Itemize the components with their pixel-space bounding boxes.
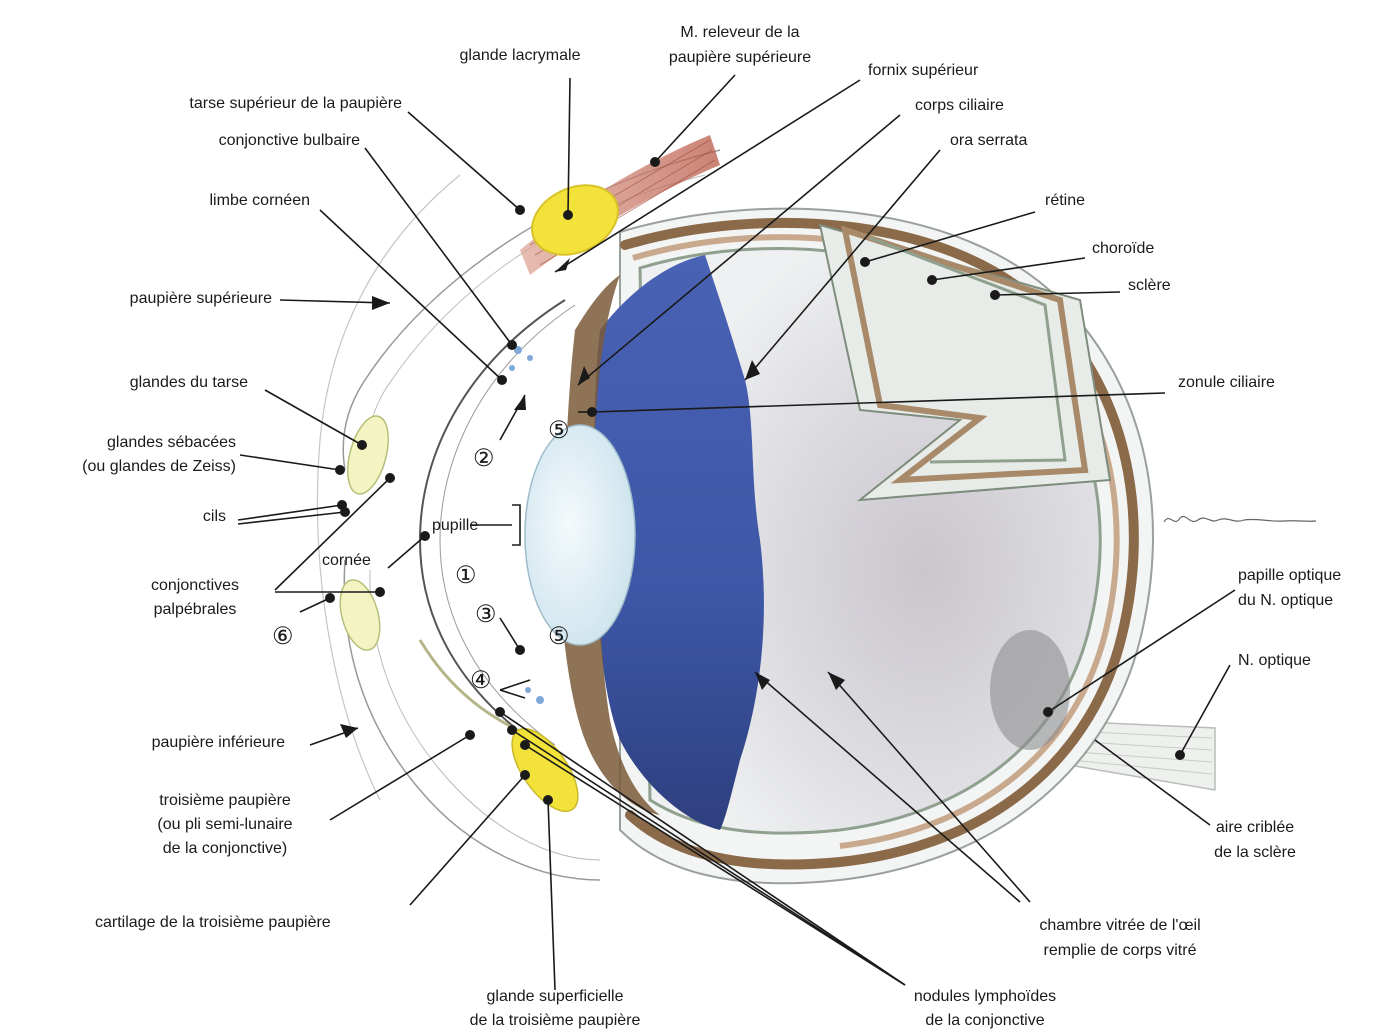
marker-5-upper: ⑤ — [548, 420, 570, 442]
label-glande-superficielle-2: de la troisième paupière — [440, 1010, 670, 1032]
marker-3: ③ — [475, 604, 497, 626]
label-troisieme-2: (ou pli semi-lunaire — [130, 814, 320, 836]
label-cornee: cornée — [322, 550, 371, 572]
label-nodules-1: nodules lymphoïdes — [880, 986, 1090, 1008]
marker-6: ⑥ — [272, 626, 294, 648]
label-chambre-vitree-2: remplie de corps vitré — [1000, 940, 1240, 962]
lens — [525, 425, 635, 645]
label-ora-serrata: ora serrata — [950, 130, 1027, 152]
label-troisieme-1: troisième paupière — [130, 790, 320, 812]
label-troisieme-3: de la conjonctive) — [130, 838, 320, 860]
marker-2: ② — [473, 448, 495, 470]
label-glande-lacrymale: glande lacrymale — [430, 45, 610, 67]
label-conjonctives-1: conjonctives — [120, 575, 270, 597]
label-releveur-line1: M. releveur de la — [640, 22, 840, 44]
label-chambre-vitree-1: chambre vitrée de l'œil — [1000, 915, 1240, 937]
marker-1: ① — [455, 565, 477, 587]
label-aire-criblee-1: aire criblée — [1190, 817, 1320, 839]
label-limbe-corneen: limbe cornéen — [150, 190, 310, 212]
label-tarse-superieur: tarse supérieur de la paupière — [90, 93, 402, 115]
label-glandes-tarse: glandes du tarse — [60, 372, 248, 394]
label-releveur-line2: paupière supérieure — [640, 47, 840, 69]
label-fornix: fornix supérieur — [868, 60, 978, 82]
label-papille-2: du N. optique — [1238, 590, 1333, 612]
label-retine: rétine — [1045, 190, 1085, 212]
label-paupiere-inferieure: paupière inférieure — [60, 732, 285, 754]
label-n-optique: N. optique — [1238, 650, 1311, 672]
label-pupille: pupille — [432, 515, 478, 537]
tarsal-glands — [340, 412, 395, 499]
label-paupiere-superieure: paupière supérieure — [60, 288, 272, 310]
label-zonule-ciliaire: zonule ciliaire — [1178, 372, 1275, 394]
label-nodules-2: de la conjonctive — [880, 1010, 1090, 1032]
label-papille-1: papille optique — [1238, 565, 1341, 587]
artist-signature — [1160, 508, 1320, 532]
fundus-shadow — [990, 630, 1070, 750]
label-corps-ciliaire: corps ciliaire — [915, 95, 1004, 117]
label-glandes-sebacees-2: (ou glandes de Zeiss) — [40, 456, 236, 478]
label-cils: cils — [150, 506, 226, 528]
label-cartilage: cartilage de la troisième paupière — [95, 912, 331, 934]
label-glandes-sebacees-1: glandes sébacées — [40, 432, 236, 454]
label-conjonctive-bulbaire: conjonctive bulbaire — [150, 130, 360, 152]
label-choroide: choroïde — [1092, 238, 1154, 260]
marker-5-lower: ⑤ — [548, 626, 570, 648]
label-glande-superficielle-1: glande superficielle — [440, 986, 670, 1008]
label-conjonctives-2: palpébrales — [120, 599, 270, 621]
label-aire-criblee-2: de la sclère — [1190, 842, 1320, 864]
label-sclere: sclère — [1128, 275, 1171, 297]
marker-4: ④ — [470, 670, 492, 692]
